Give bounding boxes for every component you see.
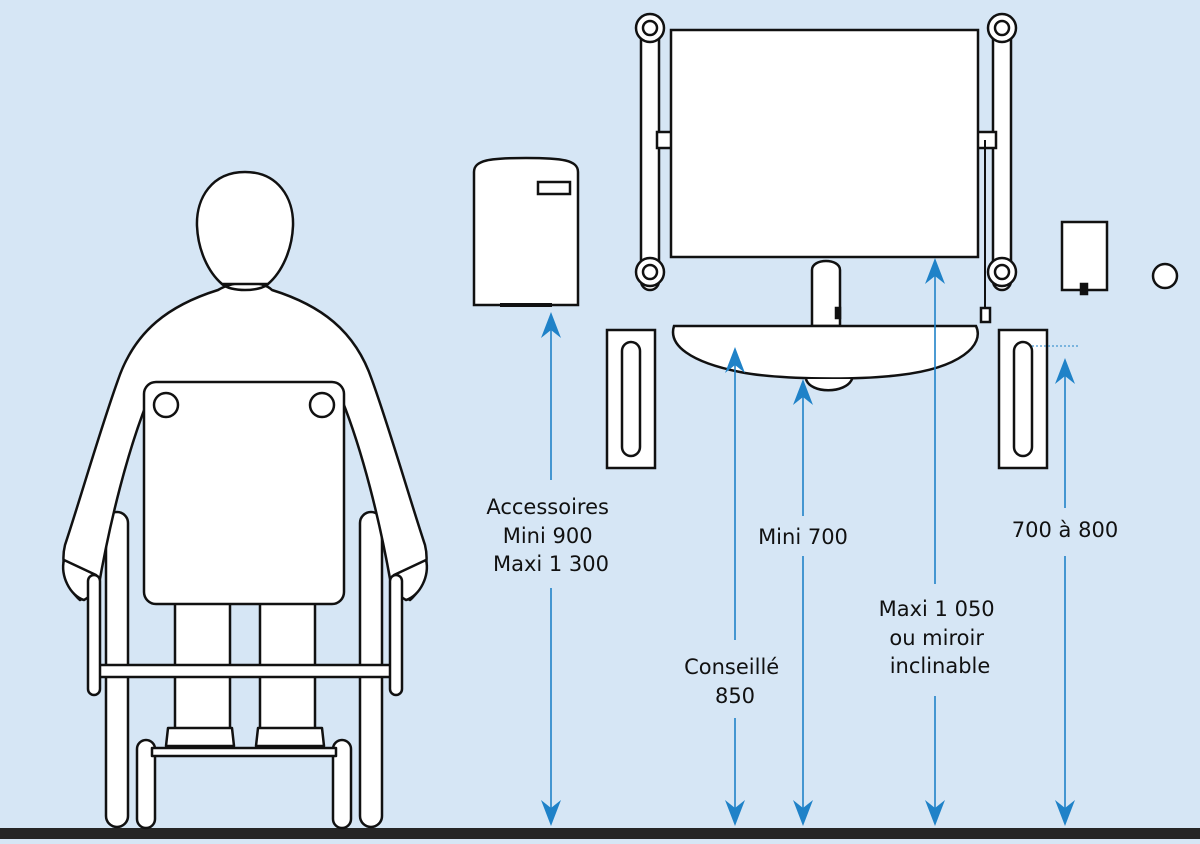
label-sink-min: Mini 700 xyxy=(758,525,848,549)
label-accessories: Accessoires Mini 900 Maxi 1 300 xyxy=(486,495,615,576)
arrow-sink-min xyxy=(793,379,813,826)
soap-dispenser-icon xyxy=(1060,220,1109,296)
arrow-recommended xyxy=(725,347,745,826)
dimension-arrows xyxy=(541,258,1075,826)
arrow-grab-bar xyxy=(1055,358,1075,826)
paper-towel-dispenser-icon xyxy=(472,156,580,307)
label-grab-bar-height: 700 à 800 xyxy=(1012,518,1118,542)
washbasin-icon xyxy=(671,324,979,392)
label-mirror-max: Maxi 1 050 ou miroir inclinable xyxy=(879,597,1002,678)
mirror-icon xyxy=(669,28,980,259)
arrow-accessories xyxy=(541,312,561,826)
wheelchair-user-back-icon xyxy=(61,170,429,830)
round-switch-icon xyxy=(1151,262,1179,290)
faucet-icon xyxy=(810,259,842,328)
arrow-mirror-max xyxy=(925,258,945,826)
vertical-grab-bar-left xyxy=(605,328,657,470)
vertical-grab-bar-right xyxy=(997,328,1049,470)
floor-line xyxy=(0,828,1200,839)
label-recommended: Conseillé 850 xyxy=(684,655,786,708)
grab-bar-icon xyxy=(634,12,1018,324)
